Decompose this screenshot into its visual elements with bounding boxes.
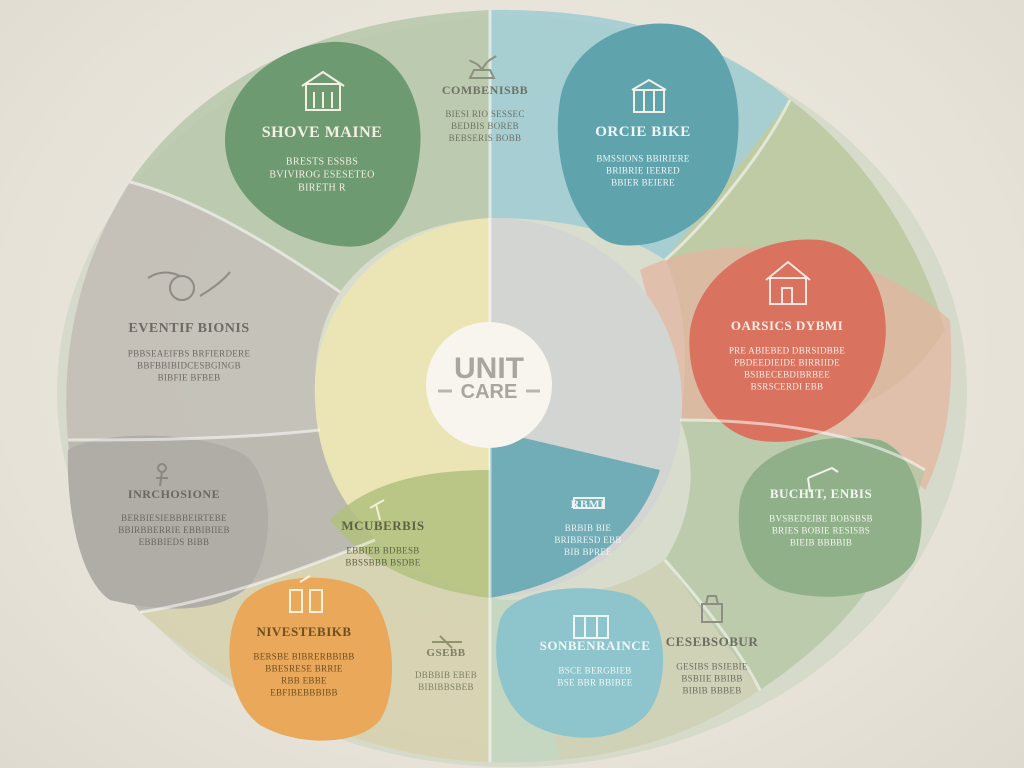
segment-title: INRCHOSIONE <box>128 487 220 501</box>
segment-body-line: PBBSEAEIFBS BRFIERDERE <box>128 349 251 359</box>
segment-title: BUCHIT, ENBIS <box>770 486 872 501</box>
segment-title: MCUBERBIS <box>341 518 424 533</box>
archive-icon <box>631 78 667 113</box>
segment-labels: SHOVE MAINE BRESTS ESSBS BVIVIROG ESESETEO… <box>118 83 873 698</box>
segment-title: SHOVE MAINE <box>262 124 383 141</box>
segment-label-top-center: COMBENISBB BIESI RIO SESSEC BEDBIS BOREB BE… <box>442 83 528 143</box>
segment-title: RBMI <box>571 497 606 511</box>
drop-green-right <box>738 437 922 597</box>
segment-body-line: BMSSIONS BBIRIERE <box>596 154 690 164</box>
hands-icon <box>147 271 231 301</box>
walker-icon <box>156 463 168 487</box>
segment-body-line: BRIES BOBIE RESISBS <box>772 526 870 536</box>
segment-title: GSEBB <box>426 647 465 659</box>
segment-title: SONBENRAINCE <box>540 638 651 653</box>
segment-body-line: BBFBBIBIDCESBGINGB <box>137 361 241 371</box>
center-circle <box>426 322 552 448</box>
house-icon <box>765 260 811 305</box>
segment-label-top-left: SHOVE MAINE BRESTS ESSBS BVIVIROG ESESETEO… <box>262 124 383 193</box>
segment-body-line: BRIBRIE IEERED <box>606 166 680 176</box>
segment-body-line: BSBIIE BBIBB <box>681 674 742 684</box>
segment-body-line: BBIRBBERRIE EBBIBIIEB <box>118 525 230 535</box>
segment-title: ORCIE BIKE <box>595 124 690 140</box>
segment-body-line: BSRSCERDI EBB <box>751 382 824 392</box>
segment-label-bottom-center: SONBENRAINCE BSCE BERGBIEB BSE BBR BBIBEE <box>540 638 651 688</box>
segment-body-line: BRIBRESD EBB <box>554 535 621 545</box>
segment-body-line: BBSSBBB BSDBE <box>345 558 420 568</box>
segment-label-bottom-left: NIVESTEBIKB BERSBE BIBRERBBIBB BBESRESE BR… <box>253 624 354 698</box>
segment-body-line: BIB BPREE <box>564 547 612 557</box>
segment-body-line: EBBIEB BDBESB <box>346 546 419 556</box>
segment-label-inner-right: RBMI BRBIB BIE BRIBRESD EBB BIB BPREE <box>554 497 621 557</box>
drop-orange <box>229 577 392 741</box>
segment-body-line: BIEIB BBBBIB <box>790 538 852 548</box>
tools-icon <box>432 635 462 649</box>
segment-body-line: BERBIESIEBBBEIRTEBE <box>121 513 227 523</box>
cups-icon <box>289 575 323 613</box>
segment-title: COMBENISBB <box>442 83 528 97</box>
segment-body-line: BSIBECEBDIBRBEE <box>744 370 830 380</box>
center-title-line2: CARE <box>461 381 518 403</box>
chair-icon <box>807 466 839 493</box>
segment-body-line: RBB EBBE <box>281 676 327 686</box>
segment-body-line: BIBIB BBBEB <box>682 686 741 696</box>
segment-body-line: EBFIBEBBBIBB <box>270 688 338 698</box>
segment-body-line: BRESTS ESSBS <box>286 156 358 167</box>
plant-icon <box>468 55 497 79</box>
segment-body-line: BBIER BEIERE <box>611 178 675 188</box>
drop-top-left <box>225 41 421 247</box>
inner-ring-lower-right <box>490 430 660 598</box>
hammer-icon <box>369 499 385 521</box>
segment-body-line: EBBBIEDS BIBB <box>139 537 210 547</box>
segment-label-bottom-center-left: GSEBB DBBBIB EBEB BIBIBBSBEB <box>415 647 477 692</box>
inner-ring-lower-left <box>330 470 490 598</box>
segment-body-line: GESIBS BSIEBIE <box>676 662 748 672</box>
segment-body-line: BBESRESE BRRIE <box>265 664 343 674</box>
segment-label-bottom-right: CESEBSOBUR GESIBS BSIEBIE BSBIIE BBIBB BIBI… <box>666 634 759 696</box>
bag-icon <box>701 595 723 623</box>
segment-body-line: BIBIBBSBEB <box>418 682 474 692</box>
segment-label-right-lower: BUCHIT, ENBIS BVSBEDEIBE BOBSBSB BRIES BOB… <box>769 486 873 548</box>
segment-left-upper-bg <box>66 182 340 440</box>
segment-body-line: PBDEEDIEIDE BIRRIIDE <box>734 358 840 368</box>
segment-body-line: BIBFIE BFBEB <box>158 373 221 383</box>
segment-label-inner-left: MCUBERBIS EBBIEB BDBESB BBSSBBB BSDBE <box>341 518 424 568</box>
segment-body-line: BSE BBR BBIBEE <box>557 678 632 688</box>
segment-label-top-right: ORCIE BIKE BMSSIONS BBIRIERE BRIBRIE IEERE… <box>595 124 690 188</box>
segment-label-left-lower: INRCHOSIONE BERBIESIEBBBEIRTEBE BBIRBBERRI… <box>118 487 230 547</box>
segment-title: NIVESTEBIKB <box>256 624 351 639</box>
bed-icon <box>573 497 605 509</box>
drop-top-right <box>557 23 739 246</box>
segment-title: OARSICS DYBMI <box>731 318 843 333</box>
segment-label-right-upper: OARSICS DYBMI PRE ABIEBED DBRSIDBBE PBDEED… <box>729 318 846 392</box>
building-icon <box>301 70 345 111</box>
segment-body-line: DBBBIB EBEB <box>415 670 477 680</box>
center-title-line1: UNIT <box>454 352 524 385</box>
drop-gray-left <box>67 435 269 609</box>
segment-body-line: BSCE BERGBIEB <box>558 666 631 676</box>
segment-body-line: BRBIB BIE <box>565 523 612 533</box>
segment-body-line: BEDBIS BOREB <box>451 121 519 131</box>
segment-body-line: BEBSERIS BOBB <box>449 133 522 143</box>
segment-body-line: BIESI RIO SESSEC <box>445 109 524 119</box>
segment-body-line: BERSBE BIBRERBBIBB <box>253 652 354 662</box>
center-badge: UNIT CARE <box>426 322 552 448</box>
segment-title: EVENTIF BIONIS <box>128 321 249 336</box>
segment-body-line: BIRETH R <box>298 182 346 193</box>
drop-light-blue <box>496 588 664 738</box>
segment-body-line: BVIVIROG ESESETEO <box>269 169 374 180</box>
segment-body-line: BVSBEDEIBE BOBSBSB <box>769 514 873 524</box>
segment-body-line: PRE ABIEBED DBRSIDBBE <box>729 346 846 356</box>
drop-coral <box>689 239 886 442</box>
segment-title: CESEBSOBUR <box>666 634 759 649</box>
box-icon <box>573 615 609 639</box>
segment-label-left-upper: EVENTIF BIONIS PBBSEAEIFBS BRFIERDERE BBFB… <box>128 321 251 383</box>
